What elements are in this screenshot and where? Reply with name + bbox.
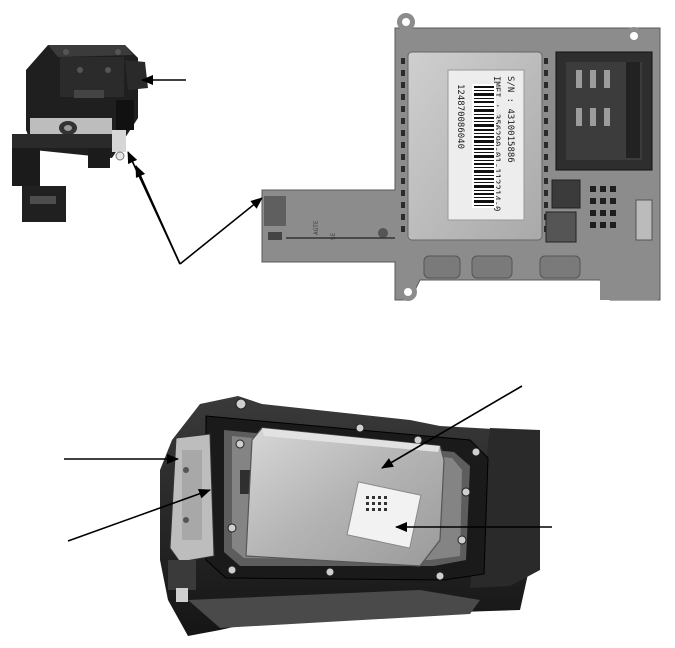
module-serial-text: S/N : 4310015886: [505, 76, 515, 163]
arrow-flex-connector: [67, 489, 211, 542]
callout-arrows: [64, 75, 552, 542]
connector-part-photo: [12, 45, 148, 222]
arrow-antenna-pad: [179, 197, 263, 265]
device-back-photo: [160, 396, 540, 636]
svg-text:AGTE: AGTE: [313, 220, 320, 235]
module-barcode-number: 124870086040: [455, 84, 465, 149]
arrow-connector-contact-b: [135, 165, 181, 265]
arrow-gsm-shield: [381, 385, 523, 469]
gsm-module-board-photo: AGTE SE S/N : 4310015886 IMEI : 356290-0…: [261, 13, 661, 301]
module-barcode: [472, 84, 496, 208]
module-label-sticker: S/N : 4310015886 IMEI : 356290-01-112214…: [447, 69, 525, 221]
svg-text:SE: SE: [330, 232, 337, 240]
